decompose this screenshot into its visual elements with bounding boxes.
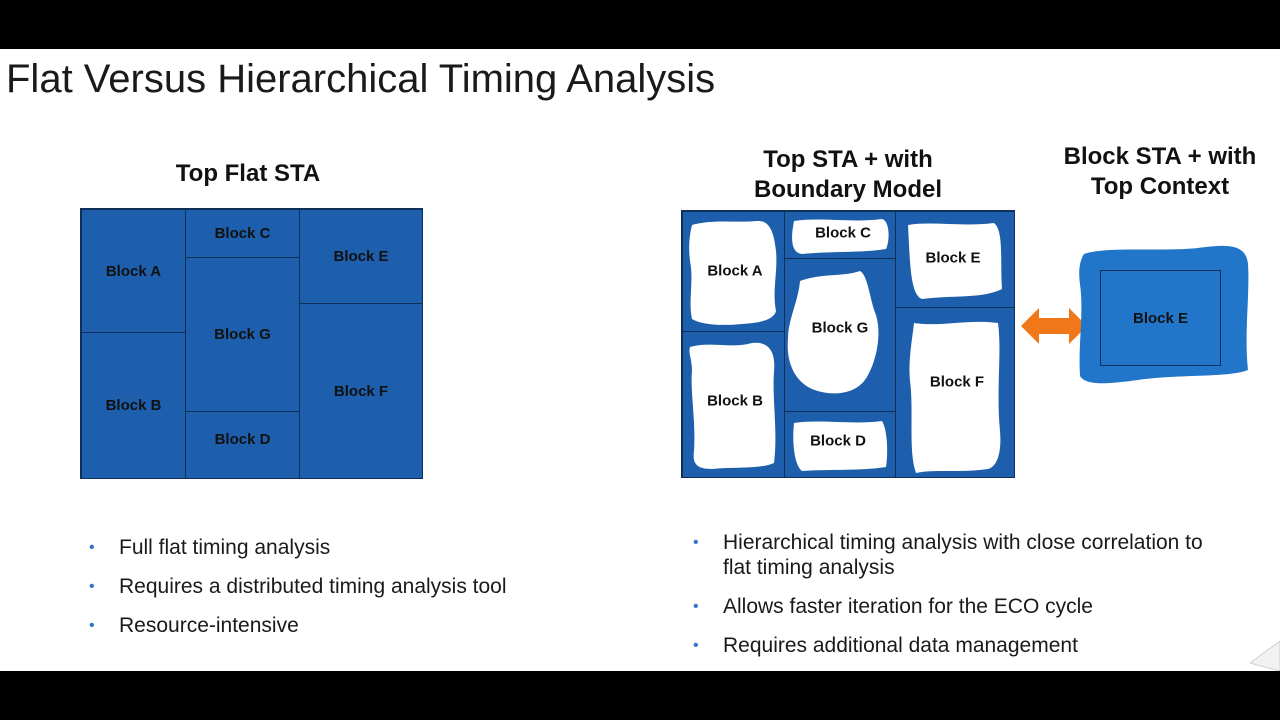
- hier-cell-f: [895, 307, 1015, 478]
- flat-bullet-item: •Resource-intensive: [89, 614, 299, 637]
- flat-block-d: Block D: [185, 411, 300, 479]
- context-block-e-label: Block E: [1132, 309, 1189, 327]
- flat-block-c: Block C: [185, 209, 300, 258]
- context-heading: Block STA + with Top Context: [1040, 142, 1280, 202]
- context-block-e: Block E: [1100, 270, 1221, 366]
- flat-block-f: Block F: [299, 303, 423, 479]
- boundary-shape-b: [689, 342, 776, 469]
- boundary-shape-a: [689, 220, 777, 325]
- boundary-shape-f: [909, 321, 1001, 473]
- hier-heading-line1: Top STA + with: [763, 146, 933, 173]
- boundary-model-shapes: [689, 219, 1002, 473]
- hier-bullets: •Hierarchical timing analysis with close…: [687, 530, 1227, 671]
- corner-page-curl: [1250, 641, 1280, 671]
- flat-heading: Top Flat STA: [148, 159, 348, 189]
- boundary-shape-d: [793, 421, 888, 471]
- hier-label-a: Block A: [707, 262, 763, 280]
- boundary-shape-e: [908, 223, 1002, 299]
- flat-bullets: •Full flat timing analysis •Requires a d…: [83, 535, 583, 652]
- hier-heading: Top STA + with Boundary Model: [728, 145, 968, 205]
- hier-label-d: Block D: [810, 432, 866, 450]
- flat-floorplan: Block A Block B Block C Block G Block D …: [80, 208, 423, 479]
- context-heading-line2: Top Context: [1090, 173, 1230, 200]
- flat-block-b: Block B: [81, 332, 186, 479]
- hier-label-e: Block E: [925, 249, 981, 267]
- hier-bullet-item: •Allows faster iteration for the ECO cyc…: [693, 595, 1093, 618]
- hier-label-c: Block C: [815, 224, 871, 242]
- boundary-shape-g: [787, 271, 879, 394]
- hier-floorplan: Block A Block B Block C Block G Block D …: [681, 210, 1015, 478]
- flat-block-g: Block G: [185, 257, 300, 412]
- slide-title: Flat Versus Hierarchical Timing Analysis: [6, 57, 716, 101]
- slide: Flat Versus Hierarchical Timing Analysis…: [0, 49, 1280, 671]
- flat-block-e: Block E: [299, 209, 423, 304]
- boundary-shape-c: [792, 219, 889, 254]
- top-context-shape: [1079, 245, 1249, 384]
- flat-block-a: Block A: [81, 209, 186, 333]
- flat-bullet-item: •Full flat timing analysis: [89, 536, 331, 559]
- hier-label-b: Block B: [707, 392, 763, 410]
- hier-label-g: Block G: [811, 319, 869, 337]
- hier-bullet-item: •Requires additional data management: [693, 634, 1078, 657]
- flat-heading-text: Top Flat STA: [175, 160, 321, 187]
- context-heading-line1: Block STA + with: [1063, 143, 1257, 170]
- flat-bullet-item: •Requires a distributed timing analysis …: [89, 575, 507, 598]
- hier-bullet-item: •Hierarchical timing analysis with close…: [693, 531, 1203, 579]
- hier-label-f: Block F: [929, 373, 985, 391]
- hier-heading-line2: Boundary Model: [753, 176, 942, 203]
- double-arrow-icon: [1021, 308, 1087, 344]
